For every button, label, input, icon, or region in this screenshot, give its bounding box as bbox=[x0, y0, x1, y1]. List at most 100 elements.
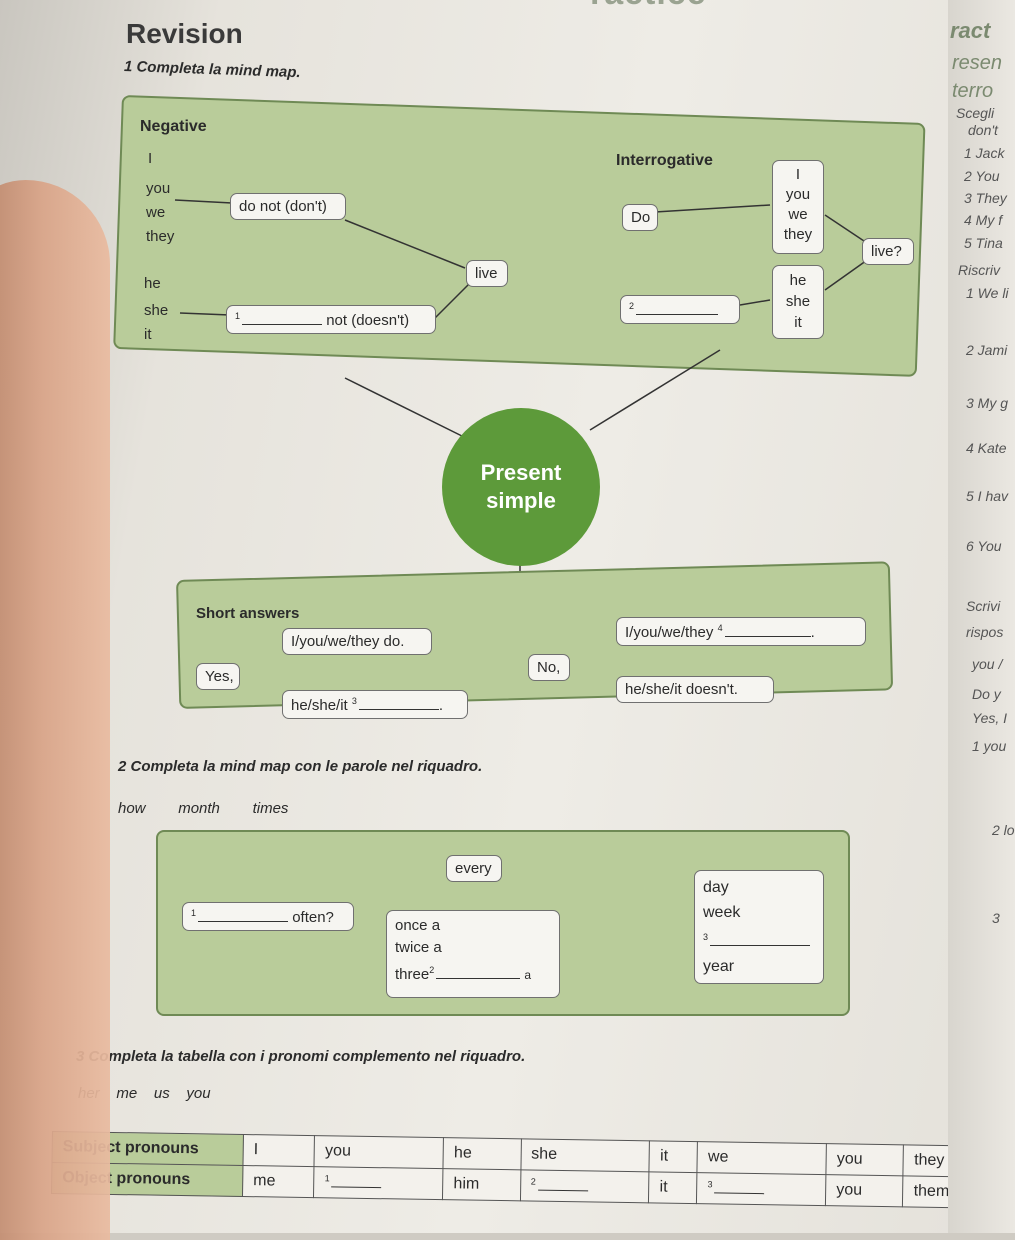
short-no-a: I/you/we/they 4. bbox=[616, 617, 866, 646]
interrogative-blank-box: 2 bbox=[620, 295, 740, 324]
short-yes-b-prefix: he/she/it bbox=[291, 697, 348, 714]
negative-verb-box-a: do not (don't) bbox=[230, 193, 346, 220]
margin-line: 1 you bbox=[972, 738, 1007, 754]
negative-pronoun-he: he bbox=[144, 275, 161, 292]
short-answers-heading: Short answers bbox=[196, 605, 300, 622]
answer-blank-ex2-3[interactable] bbox=[710, 931, 811, 947]
table-cell-blank[interactable]: 1 bbox=[313, 1166, 444, 1200]
blank-number: 3 bbox=[707, 1178, 713, 1190]
answer-blank-2[interactable] bbox=[636, 300, 719, 315]
margin-line: 2 You bbox=[964, 168, 1000, 184]
ex3-instruction: 3 Completa la tabella con i pronomi comp… bbox=[76, 1048, 526, 1065]
ex2-often-text: often? bbox=[292, 909, 334, 926]
answer-blank-ex2-2[interactable] bbox=[436, 964, 521, 979]
negative-pronoun-she: she bbox=[144, 302, 169, 319]
answer-blank-ex2-1[interactable] bbox=[198, 907, 289, 922]
short-yes-b: he/she/it 3. bbox=[282, 690, 468, 719]
ex2-often-box: 1 often? bbox=[182, 902, 354, 931]
interrogative-pronouns-b: he she it bbox=[772, 265, 824, 339]
ex2-three-prefix: three bbox=[395, 966, 430, 983]
margin-line: 2 Jami bbox=[966, 342, 1008, 358]
negative-verb-box-b: 1 not (doesn't) bbox=[226, 305, 436, 334]
interrogative-pronoun-i: I bbox=[795, 166, 801, 183]
table-cell: I bbox=[242, 1134, 315, 1167]
ex2-year: year bbox=[703, 958, 735, 976]
interrogative-pronoun-he: he bbox=[789, 272, 807, 289]
margin-line: Scegli bbox=[956, 105, 995, 121]
ex2-once: once a bbox=[395, 917, 441, 934]
margin-line: 1 Jack bbox=[964, 145, 1005, 161]
blank-number: 2 bbox=[530, 1176, 536, 1187]
margin-line: 3 bbox=[992, 910, 1000, 926]
ex2-day: day bbox=[703, 879, 729, 896]
ex2-word-box: how month times bbox=[118, 800, 288, 817]
margin-line: you / bbox=[972, 656, 1003, 672]
table-cell: we bbox=[697, 1141, 827, 1175]
interrogative-aux-do: Do bbox=[622, 204, 658, 231]
margin-line: 4 My f bbox=[964, 212, 1003, 228]
blank-number: 1 bbox=[324, 1172, 330, 1184]
ex2-frequency-box: once a twice a three2 a bbox=[386, 910, 560, 998]
present-simple-circle: Present simple bbox=[442, 408, 600, 566]
blank-number: 1 bbox=[191, 908, 197, 918]
negative-pronoun-you: you bbox=[146, 180, 171, 197]
center-line-2: simple bbox=[486, 488, 556, 513]
ex2-week: week bbox=[703, 904, 741, 921]
table-cell: him bbox=[442, 1168, 521, 1201]
margin-line: 1 We li bbox=[966, 285, 1009, 301]
margin-line: 2 lo bbox=[992, 822, 1015, 838]
margin-line: 5 Tina bbox=[964, 235, 1003, 251]
table-cell: me bbox=[242, 1165, 315, 1198]
word-month: month bbox=[178, 800, 220, 817]
table-cell: you bbox=[825, 1174, 904, 1207]
blank-number: 4 bbox=[717, 623, 723, 633]
margin-line: 4 Kate bbox=[966, 440, 1007, 456]
margin-line: Scrivi bbox=[966, 598, 1001, 614]
interrogative-pronoun-we: we bbox=[788, 206, 808, 223]
table-cell: it bbox=[648, 1171, 698, 1204]
word-you: you bbox=[186, 1085, 211, 1102]
ex2-three-end: a bbox=[524, 968, 532, 982]
table-cell: you bbox=[826, 1143, 904, 1176]
margin-line: Yes, I bbox=[972, 710, 1008, 726]
margin-line: Riscriv bbox=[958, 262, 1000, 278]
negative-heading: Negative bbox=[140, 118, 207, 135]
word-times: times bbox=[252, 800, 289, 817]
short-no-a-prefix: I/you/we/they bbox=[625, 624, 714, 641]
interrogative-heading: Interrogative bbox=[616, 152, 713, 169]
answer-blank-table-1[interactable] bbox=[331, 1172, 382, 1189]
short-yes-a: I/you/we/they do. bbox=[282, 628, 432, 655]
word-me: me bbox=[116, 1085, 138, 1102]
table-cell-blank[interactable]: 3 bbox=[696, 1172, 827, 1206]
ex2-periods-box: day week 3 year bbox=[694, 870, 824, 984]
interrogative-pronoun-she: she bbox=[785, 293, 811, 310]
answer-blank-4[interactable] bbox=[724, 622, 811, 637]
ex2-twice: twice a bbox=[395, 939, 442, 956]
negative-pronoun-they: they bbox=[146, 228, 175, 245]
ex2-blank3-row: 3 bbox=[703, 925, 815, 954]
margin-line: ract bbox=[950, 18, 991, 43]
answer-blank-table-2[interactable] bbox=[537, 1175, 588, 1192]
corner-heading: ractice bbox=[590, 0, 707, 13]
ex2-instruction: 2 Completa la mind map con le parole nel… bbox=[118, 758, 483, 775]
margin-line: don't bbox=[968, 122, 998, 138]
answer-blank-1[interactable] bbox=[242, 310, 323, 325]
table-cell: he bbox=[443, 1137, 521, 1170]
page-title: Revision bbox=[126, 18, 243, 49]
short-no-label: No, bbox=[528, 654, 570, 681]
answer-blank-3[interactable] bbox=[358, 695, 439, 710]
table-cell: it bbox=[649, 1140, 698, 1173]
answer-blank-table-3[interactable] bbox=[714, 1178, 765, 1195]
margin-line: Do y bbox=[972, 686, 1001, 702]
margin-line: terro bbox=[952, 80, 994, 102]
short-yes-label: Yes, bbox=[196, 663, 240, 690]
margin-line: 3 My g bbox=[966, 395, 1009, 411]
negative-verb-live: live bbox=[466, 260, 508, 287]
margin-line: rispos bbox=[966, 624, 1004, 640]
blank-number: 1 bbox=[235, 311, 241, 321]
short-yes-b-end: . bbox=[438, 697, 444, 714]
table-cell-blank[interactable]: 2 bbox=[520, 1169, 650, 1203]
negative-verb-b-text: not (doesn't) bbox=[326, 312, 410, 329]
word-us: us bbox=[153, 1085, 170, 1102]
